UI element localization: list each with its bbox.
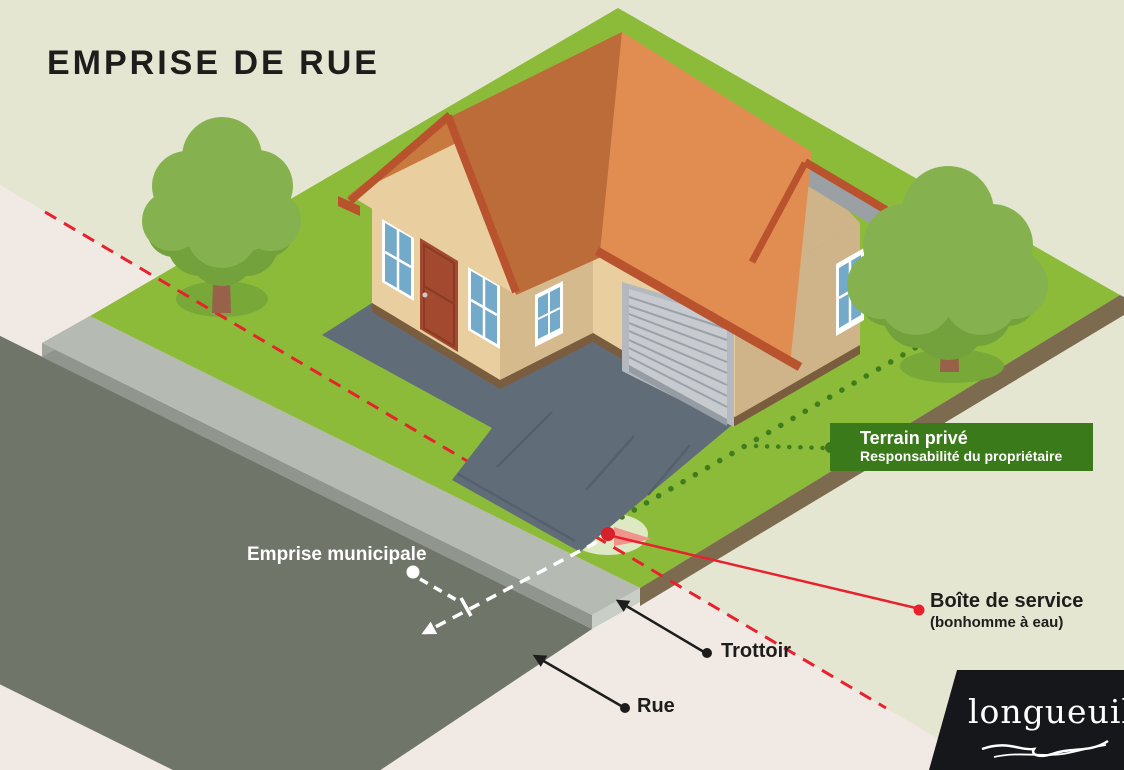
street-surface	[0, 335, 592, 770]
rue-arrow	[532, 654, 630, 713]
roof	[338, 32, 889, 371]
house-right-wall	[735, 223, 860, 417]
door-knob-icon	[422, 292, 428, 298]
trottoir-arrow	[615, 599, 712, 658]
logo-wave2-icon	[993, 744, 1107, 758]
house	[338, 32, 889, 427]
front-door	[420, 238, 458, 352]
left-tree	[142, 117, 301, 313]
longueuil-logo	[929, 670, 1124, 770]
right-tree	[847, 166, 1048, 372]
property-line-dashed	[44, 210, 887, 710]
front-gable	[356, 118, 516, 295]
service-pointer-line	[601, 527, 925, 616]
emprise-measure-arrow	[406, 540, 598, 635]
